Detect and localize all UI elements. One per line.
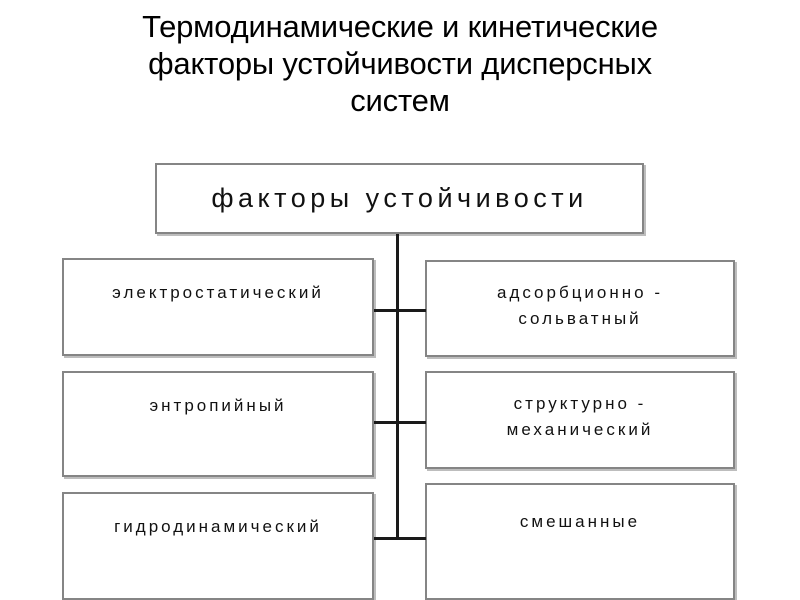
diagram-node-entropic[interactable]: энтропийный <box>62 371 374 477</box>
diagram-node-adsorption-solvate-label: адсорбционно - сольватный <box>496 283 663 328</box>
diagram-node-structural-mechanical-label: структурно - механический <box>506 394 654 439</box>
diagram-node-root[interactable]: факторы устойчивости <box>155 163 644 234</box>
diagram-node-hydrodynamic[interactable]: гидродинамический <box>62 492 374 600</box>
diagram-node-electrostatic-label: электростатический <box>112 283 324 302</box>
diagram-node-root-label: факторы устойчивости <box>211 183 588 213</box>
connector-branch-row-2 <box>374 421 426 424</box>
diagram-node-structural-mechanical[interactable]: структурно - механический <box>425 371 735 469</box>
diagram-node-mixed[interactable]: смешанные <box>425 483 735 600</box>
diagram-node-hydrodynamic-label: гидродинамический <box>114 517 322 536</box>
diagram-node-mixed-label: смешанные <box>519 512 641 531</box>
diagram-node-entropic-label: энтропийный <box>149 396 287 415</box>
connector-branch-row-1 <box>374 309 426 312</box>
connector-trunk-vertical <box>396 234 399 540</box>
diagram-node-electrostatic[interactable]: электростатический <box>62 258 374 356</box>
page-title: Термодинамические и кинетические факторы… <box>142 9 658 118</box>
diagram-node-adsorption-solvate[interactable]: адсорбционно - сольватный <box>425 260 735 357</box>
connector-branch-row-3 <box>374 537 426 540</box>
